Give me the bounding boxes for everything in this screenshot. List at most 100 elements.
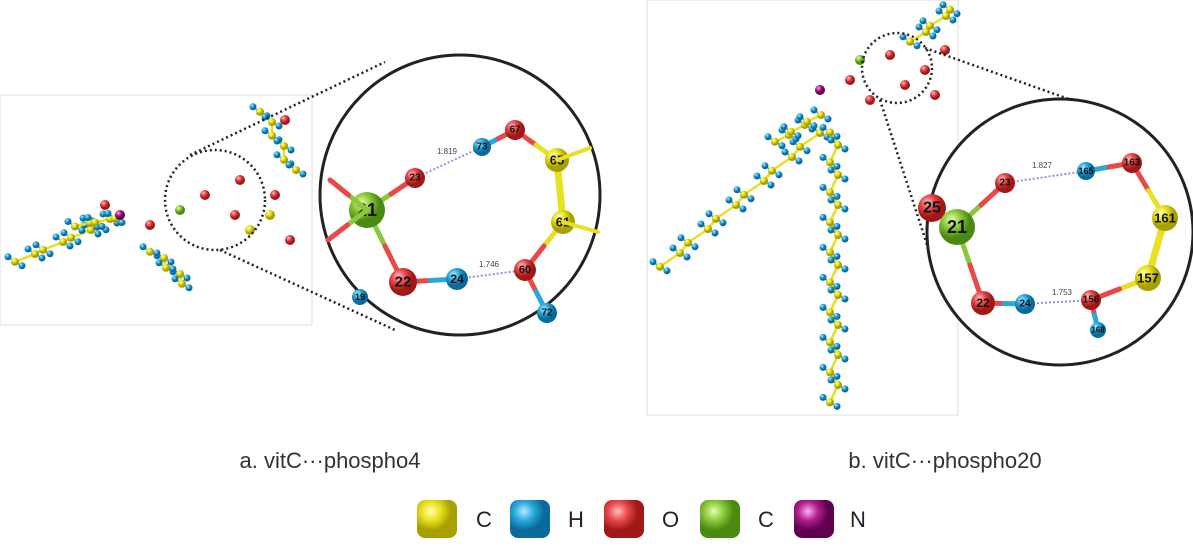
hydrogen-bond: [1004, 170, 1087, 184]
atom-label: 156: [1083, 295, 1100, 306]
atom: [146, 247, 154, 256]
atom: [235, 175, 245, 185]
atom: [753, 172, 761, 180]
atom: [841, 355, 849, 363]
atom: [87, 226, 95, 234]
hydrogen-bond: [414, 146, 483, 179]
atom: [18, 262, 26, 270]
atom: [810, 122, 818, 130]
atom: [834, 351, 842, 359]
atom: [767, 181, 775, 189]
atom: [280, 155, 288, 164]
atom: [826, 218, 834, 227]
atom: [946, 5, 954, 14]
atom: [175, 205, 185, 215]
atom: [684, 238, 692, 247]
atom: [780, 123, 788, 131]
atom: [833, 252, 841, 260]
atom: [739, 205, 747, 213]
molecule-overview: [4, 1, 961, 410]
atom: [817, 111, 825, 119]
atom-label: 21: [947, 217, 967, 237]
atom: [270, 190, 280, 200]
panel-b-frame: [646, 0, 959, 416]
atom: [733, 186, 741, 194]
atom: [265, 210, 275, 220]
atom-label: 60: [519, 264, 531, 276]
atom: [826, 128, 834, 137]
atom: [705, 210, 713, 218]
atom: [160, 254, 168, 262]
atom: [118, 219, 126, 226]
atom: [827, 346, 835, 354]
legend-label: H: [568, 507, 584, 532]
atom: [935, 7, 943, 15]
atom: [826, 398, 834, 407]
atom: [834, 321, 842, 329]
atom-a24: [446, 268, 468, 290]
atom: [939, 1, 947, 9]
atom: [768, 166, 776, 175]
atom: [833, 372, 841, 380]
panel-a-zoom-region: [163, 148, 267, 252]
atom: [826, 278, 834, 287]
atom: [819, 363, 827, 371]
atom-label: 161: [1154, 211, 1176, 226]
atom: [677, 234, 685, 242]
atom-a22: [389, 268, 417, 296]
atom: [299, 170, 307, 178]
atom: [280, 142, 288, 150]
atom: [94, 230, 102, 238]
atom: [834, 291, 842, 299]
atom: [885, 50, 895, 60]
bond: [345, 207, 370, 228]
atom: [796, 113, 804, 121]
atom: [819, 213, 827, 221]
atom: [38, 254, 46, 262]
atom-label: 25: [923, 200, 941, 217]
atom: [285, 161, 293, 169]
atom: [712, 214, 720, 223]
atom: [826, 338, 834, 347]
atom: [795, 157, 803, 165]
atom: [899, 33, 907, 41]
panel-a-frame: [0, 94, 313, 326]
atom: [819, 243, 827, 251]
atom: [833, 312, 841, 320]
atom: [292, 166, 300, 174]
atom: [169, 265, 177, 273]
atom: [834, 201, 842, 209]
legend-label: C: [476, 507, 492, 532]
atom: [827, 316, 835, 324]
atom: [788, 153, 796, 161]
atom: [819, 123, 827, 131]
atom: [663, 267, 671, 275]
atom: [273, 137, 281, 145]
atom: [139, 243, 147, 251]
atom: [819, 303, 827, 311]
atom: [841, 325, 849, 333]
atom: [929, 32, 937, 40]
atom: [719, 219, 727, 227]
atom: [827, 376, 835, 384]
atom: [841, 145, 849, 153]
atom: [676, 249, 684, 257]
atom: [162, 263, 170, 272]
atom: [656, 262, 664, 271]
atom-b22: [971, 291, 995, 315]
atom: [747, 195, 755, 203]
atom: [827, 196, 835, 204]
atom: [841, 295, 849, 303]
atom: [178, 279, 186, 288]
atom: [819, 183, 827, 191]
atom-label: 157: [1137, 271, 1159, 286]
atom-b161: [1152, 205, 1178, 231]
atom-label: 23: [999, 178, 1011, 189]
atom: [834, 171, 842, 179]
atom-a67: [505, 120, 525, 140]
atom: [775, 171, 783, 179]
atom: [84, 214, 92, 221]
atom: [781, 148, 789, 156]
atom-a23: [405, 168, 425, 188]
bond: [578, 225, 600, 234]
